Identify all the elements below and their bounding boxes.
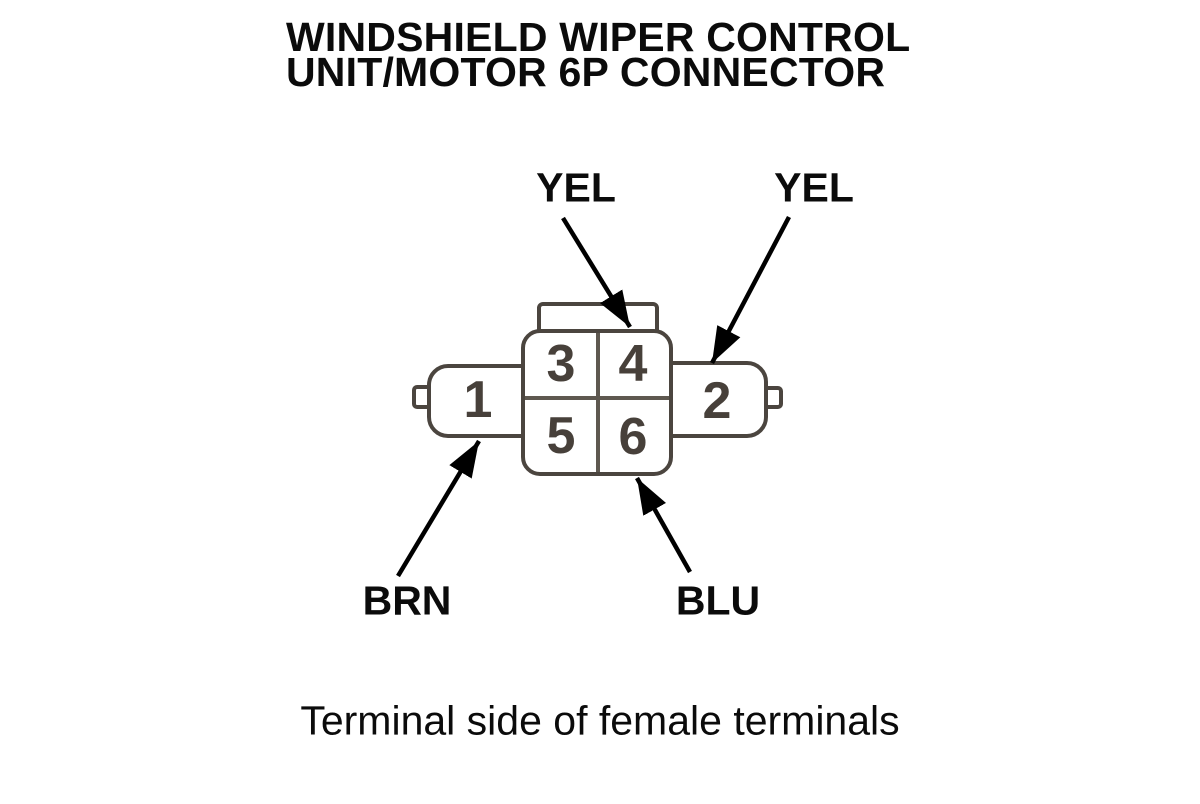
wire-label-brn-terminal-1: BRN: [362, 577, 452, 624]
arrow-blu-to-terminal-6: [635, 476, 692, 574]
diagram-title: WINDSHIELD WIPER CONTROL UNIT/MOTOR 6P C…: [286, 14, 911, 95]
terminal-2-number: 2: [702, 372, 732, 430]
arrow-yel-to-terminal-4: [561, 216, 632, 329]
arrow-yel-to-terminal-2: [710, 215, 791, 365]
wire-label-yel-terminal-4: YEL: [536, 164, 616, 211]
arrow-brn-to-terminal-1: [396, 439, 481, 578]
diagram-title-line-2: UNIT/MOTOR 6P CONNECTOR: [286, 49, 886, 95]
terminal-5-number: 5: [546, 407, 576, 465]
terminal-6-number: 6: [618, 408, 648, 466]
wire-label-yel-terminal-2: YEL: [774, 164, 854, 211]
terminal-1-number: 1: [463, 371, 493, 429]
terminal-3-number: 3: [546, 335, 576, 393]
diagram-title-line-1: WINDSHIELD WIPER CONTROL: [286, 14, 911, 60]
terminal-4-number: 4: [618, 335, 648, 393]
diagram-caption: Terminal side of female terminals: [300, 697, 900, 744]
wire-label-blu-terminal-6: BLU: [675, 577, 761, 624]
